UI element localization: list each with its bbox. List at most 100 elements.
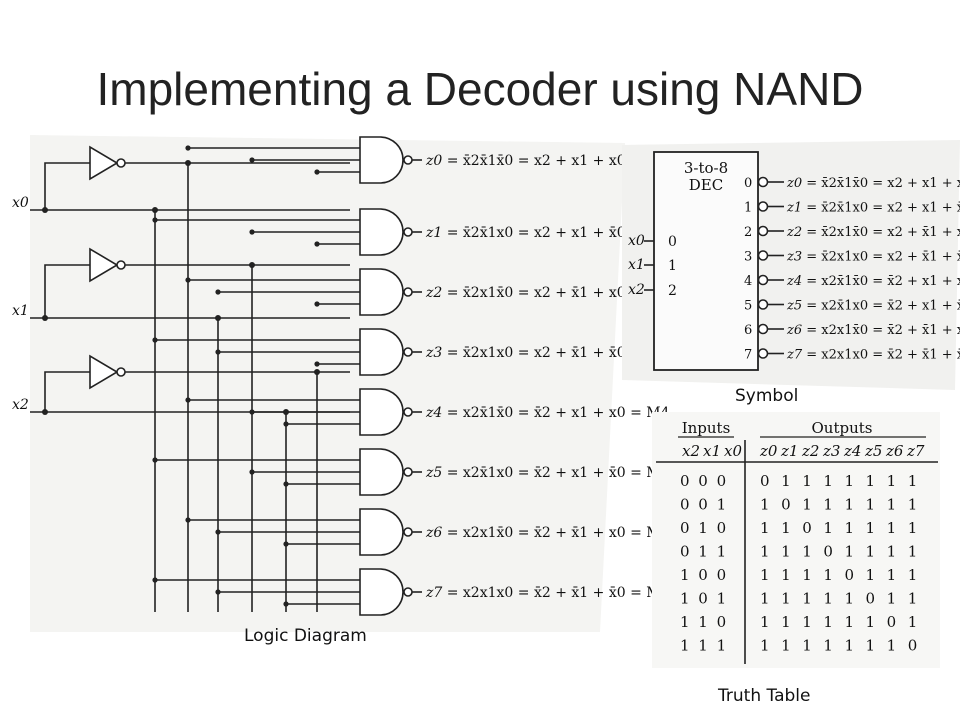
table-row-outputs: 1 1 1 0 1 1 1 1 — [760, 543, 921, 561]
table-page — [652, 412, 940, 668]
decoder-block-title: 3-to-8 — [684, 159, 728, 177]
symbol-output-pin-2: 2 — [744, 225, 752, 240]
inverter-bubble — [116, 260, 126, 270]
output-equation-z6: z6 = x2x1x̄0 = x̄2 + x̄1 + x0 = M6 — [425, 525, 670, 541]
table-row-outputs: 1 0 1 1 1 1 1 1 — [760, 496, 921, 514]
nand-gate-7 — [359, 568, 404, 616]
table-row-outputs: 0 1 1 1 1 1 1 1 — [760, 472, 921, 490]
junction-dot — [152, 217, 158, 223]
junction-dot — [314, 241, 320, 247]
symbol-output-bubble — [757, 225, 769, 237]
junction-dot — [152, 207, 158, 213]
junction-dot — [314, 169, 320, 175]
output-equation-z4: z4 = x2x̄1x̄0 = x̄2 + x1 + x0 = M4 — [425, 405, 670, 421]
output-equation-z2: z2 = x̄2x1x̄0 = x2 + x̄1 + x0 = M2 — [425, 285, 670, 301]
junction-dot — [42, 409, 48, 415]
table-row-outputs: 1 1 1 1 1 0 1 1 — [760, 590, 921, 608]
table-row-outputs: 1 1 1 1 1 1 1 0 — [760, 637, 921, 655]
symbol-input-label-x0: x0 — [628, 233, 645, 249]
symbol-input-pin-0: 0 — [668, 234, 677, 250]
table-col-z0: z0 — [759, 442, 778, 460]
symbol-output-equation-z3: z3 = x̄2x1x0 = x2 + x̄1 + x̄0 = M3 — [786, 250, 960, 265]
nand-gate-1 — [359, 208, 404, 256]
logic-diagram-caption: Logic Diagram — [244, 626, 367, 646]
nand-bubble — [403, 347, 413, 357]
nand-bubble — [403, 155, 413, 165]
input-label-x2: x2 — [12, 397, 29, 413]
table-row-inputs: 1 0 0 — [680, 566, 728, 584]
junction-dot — [283, 601, 289, 607]
nand-gate-4 — [359, 388, 404, 436]
symbol-output-equation-z5: z5 = x2x̄1x0 = x̄2 + x1 + x̄0 = M5 — [786, 299, 960, 314]
symbol-output-pin-0: 0 — [744, 176, 752, 191]
junction-dot — [185, 397, 191, 403]
junction-dot — [185, 160, 191, 166]
inverter-feed-x1 — [44, 264, 90, 318]
junction-dot — [249, 262, 255, 268]
junction-dot — [215, 529, 221, 535]
inverter-feed-x0 — [44, 162, 90, 210]
input-label-x0: x0 — [12, 195, 29, 211]
symbol-output-bubble — [757, 348, 769, 359]
symbol-input-label-x1: x1 — [628, 257, 645, 273]
nand-bubble — [403, 227, 413, 237]
symbol-output-bubble — [757, 323, 769, 335]
decoder-block-subtitle: DEC — [689, 176, 723, 194]
junction-dot — [152, 577, 158, 583]
junction-dot — [215, 589, 221, 595]
junction-dot — [314, 301, 320, 307]
junction-dot — [215, 289, 221, 295]
nand-gate-6 — [359, 508, 404, 556]
symbol-output-bubble — [757, 299, 769, 310]
nand-bubble — [403, 587, 413, 597]
inverter-x0 — [89, 145, 119, 181]
table-row-inputs: 0 0 0 — [680, 472, 728, 490]
symbol-input-pin-1: 1 — [668, 258, 677, 274]
symbol-input-pin-2: 2 — [668, 283, 677, 299]
symbol-output-pin-4: 4 — [744, 274, 752, 289]
output-equation-z5: z5 = x2x̄1x0 = x̄2 + x1 + x̄0 = M5 — [425, 465, 670, 481]
junction-dot — [283, 421, 289, 427]
table-row-inputs: 0 1 1 — [680, 543, 728, 561]
table-col-x0: x0 — [724, 442, 742, 460]
inputs-header: Inputs — [682, 419, 731, 437]
table-row-outputs: 1 1 1 1 1 1 0 1 — [760, 613, 921, 631]
nand-bubble — [403, 527, 413, 537]
symbol-output-pin-1: 1 — [744, 201, 752, 216]
output-equation-z7: z7 = x2x1x0 = x̄2 + x̄1 + x̄0 = M7 — [425, 585, 670, 601]
junction-dot — [314, 361, 320, 367]
slide-title: Implementing a Decoder using NAND — [96, 63, 864, 115]
junction-dot — [215, 315, 221, 321]
symbol-output-equation-z4: z4 = x2x̄1x̄0 = x̄2 + x1 + x0 = M4 — [786, 274, 960, 289]
inverter-bubble — [116, 367, 126, 377]
symbol-output-equation-z1: z1 = x̄2x̄1x0 = x2 + x1 + x̄0 = M1 — [786, 201, 960, 216]
junction-dot — [152, 457, 158, 463]
table-col-z5: z5 — [864, 442, 882, 460]
nand-gate-5 — [359, 448, 404, 496]
junction-dot — [283, 481, 289, 487]
junction-dot — [249, 409, 255, 415]
table-col-x1: x1 — [703, 442, 721, 460]
inverter-feed-x2 — [44, 371, 90, 412]
symbol-output-equation-z6: z6 = x2x1x̄0 = x̄2 + x̄1 + x0 = M6 — [786, 323, 960, 338]
nand-bubble — [403, 407, 413, 417]
table-row-inputs: 1 0 1 — [680, 590, 728, 608]
symbol-output-pin-7: 7 — [744, 348, 752, 363]
junction-dot — [249, 157, 255, 163]
table-row-outputs: 1 1 1 1 0 1 1 1 — [760, 566, 921, 584]
output-equation-z1: z1 = x̄2x̄1x0 = x2 + x1 + x̄0 = M1 — [425, 225, 670, 241]
nand-bubble — [403, 467, 413, 477]
symbol-output-equation-z2: z2 = x̄2x1x̄0 = x2 + x̄1 + x0 = M2 — [786, 225, 960, 240]
nand-bubble — [403, 287, 413, 297]
symbol-output-pin-3: 3 — [744, 250, 752, 265]
symbol-output-pin-5: 5 — [744, 299, 752, 314]
table-col-x2: x2 — [682, 442, 700, 460]
junction-dot — [314, 369, 320, 375]
junction-dot — [283, 541, 289, 547]
symbol-output-bubble — [757, 176, 769, 188]
symbol-output-equation-z7: z7 = x2x1x0 = x̄2 + x̄1 + x̄0 = M7 — [786, 348, 960, 363]
symbol-input-label-x2: x2 — [628, 282, 645, 298]
